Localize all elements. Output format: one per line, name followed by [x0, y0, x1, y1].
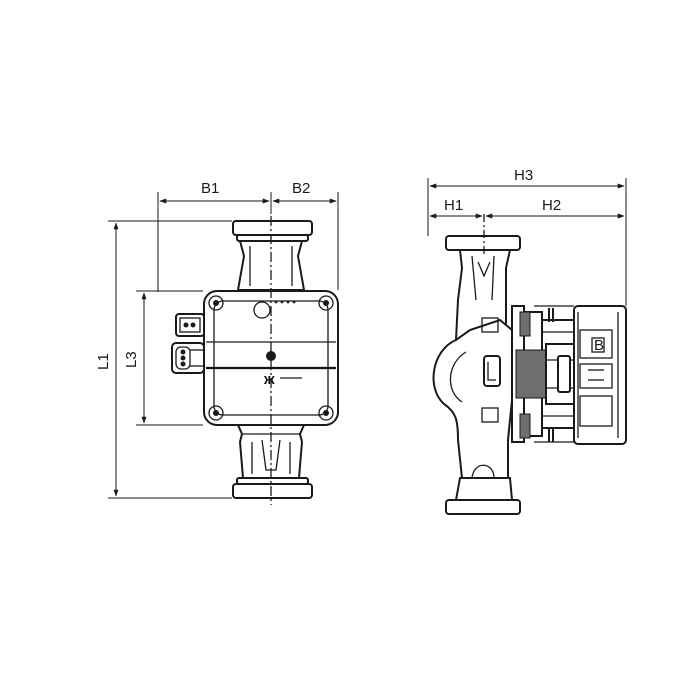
pump-side-view: B: [432, 214, 627, 515]
svg-text:B: B: [594, 337, 604, 354]
dimension-l1-group: [108, 220, 232, 499]
dimension-label-l1: L1: [95, 353, 112, 370]
dimension-label-l3: L3: [123, 351, 140, 368]
dimension-label-h2: H2: [542, 197, 561, 214]
dimension-h3-group: [427, 178, 627, 306]
dimension-b-group: [157, 192, 339, 292]
dimension-label-h1: H1: [444, 197, 463, 214]
dimension-l3-group: [136, 290, 203, 426]
dimension-label-h3: H3: [514, 167, 533, 184]
svg-text:ж: ж: [263, 371, 275, 388]
dimension-label-b1: B1: [201, 180, 219, 197]
pump-front-view: ж: [171, 216, 339, 505]
dimension-label-b2: B2: [292, 180, 310, 197]
